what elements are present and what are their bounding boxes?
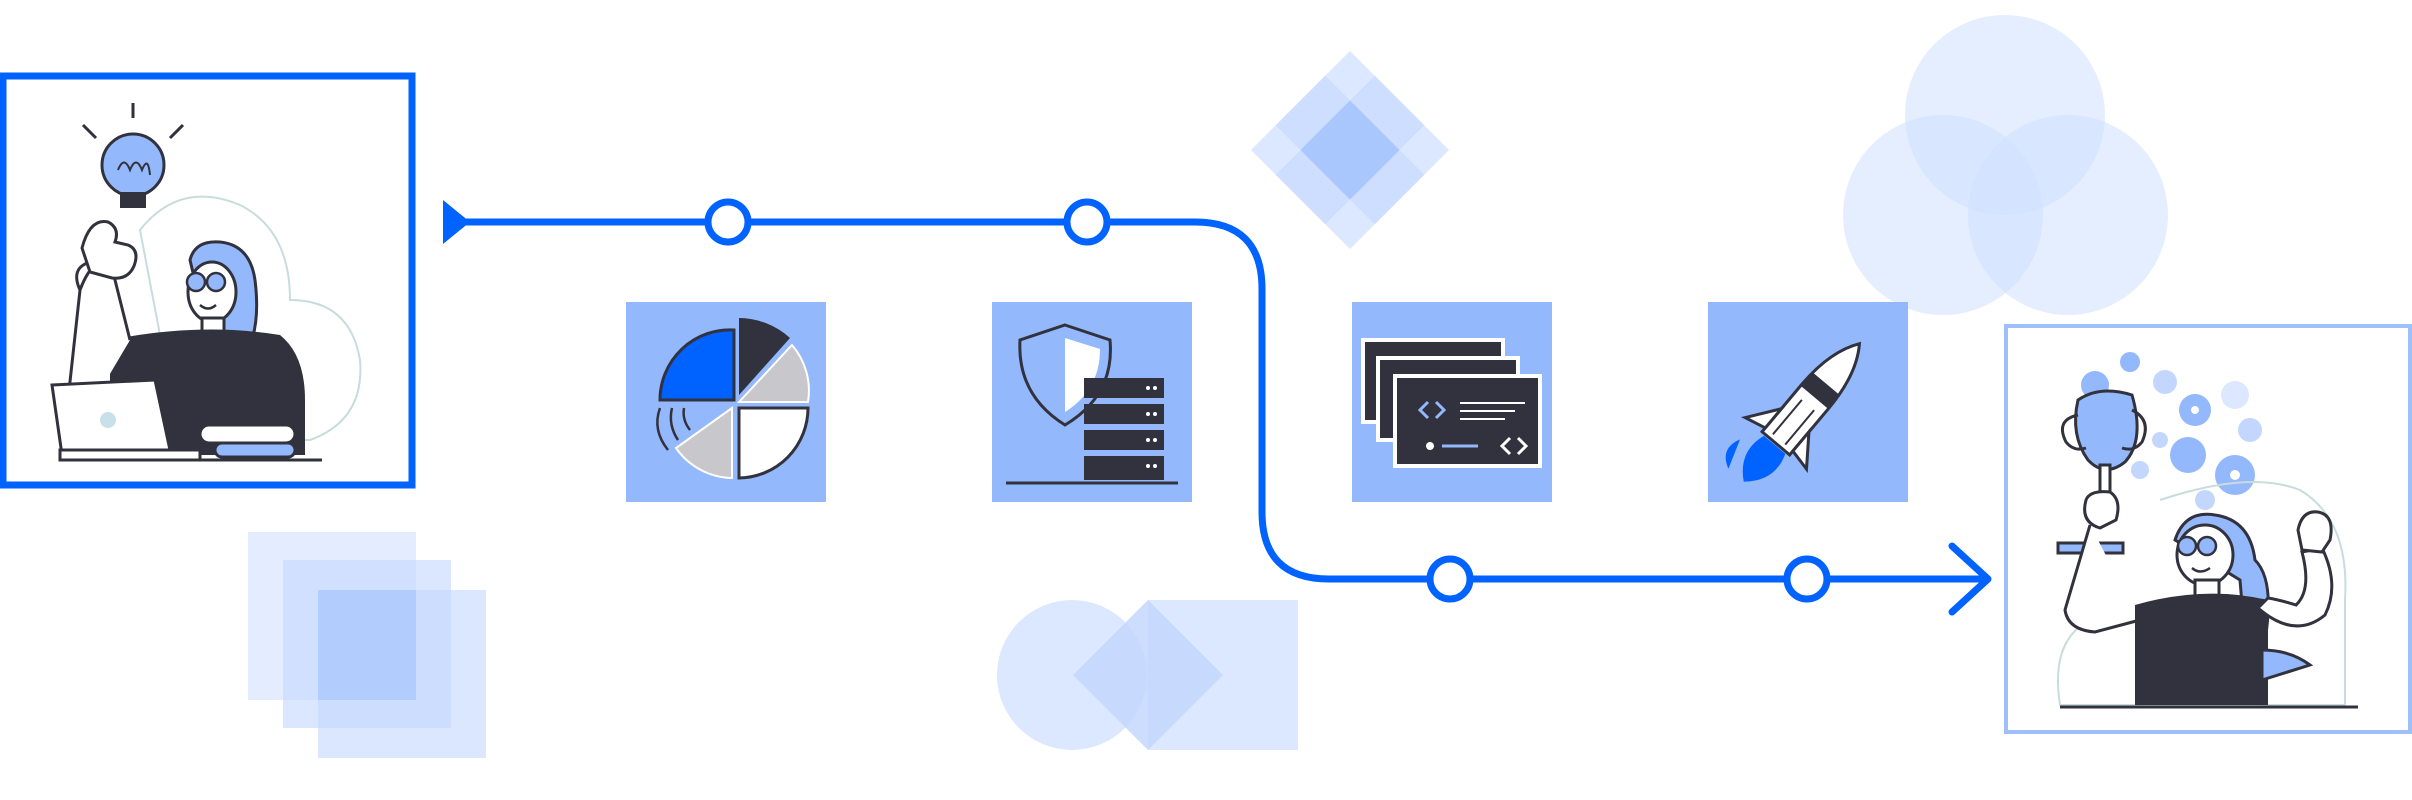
stage-tile-security [992,302,1192,502]
pie-chart-icon [656,318,810,480]
code-windows-icon [1361,338,1542,468]
timeline-path [443,198,1992,616]
reaction-bubbles-icon [2081,352,2262,510]
start-frame [0,72,416,489]
stage-tile-analysis [626,302,826,502]
stage-tile-development [1352,302,1552,502]
deco-diamond-grid [1251,51,1449,249]
timeline-node-3 [1426,555,1474,603]
timeline-start-marker [443,200,470,244]
stage-tile-launch [1708,302,1908,502]
timeline-node-4 [1783,555,1831,603]
person-with-idea-icon [50,103,362,462]
security-server-icon [1006,323,1178,485]
timeline-arrow-head [1948,542,1992,616]
person-with-trophy-icon [2056,352,2358,709]
rocket-icon [1725,341,1862,482]
end-frame [2004,324,2412,734]
timeline-node-2 [1063,198,1111,246]
deco-venn-circles [1843,15,2168,315]
deco-circle-diamond-square [997,600,1298,750]
timeline-node-1 [704,198,752,246]
deco-stacked-squares [248,532,486,758]
